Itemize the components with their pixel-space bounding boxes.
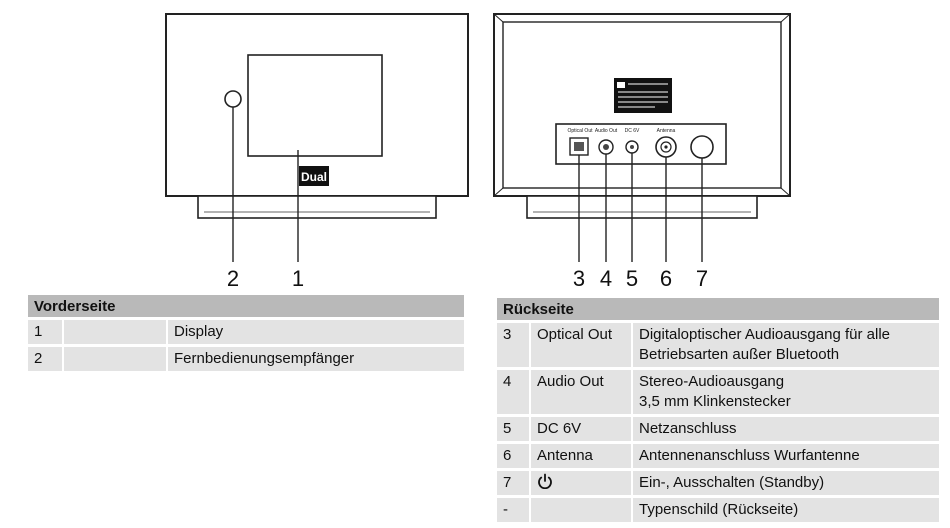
row-number: 4 [497, 370, 531, 414]
row-code [64, 347, 168, 371]
table-row: 1 Display [28, 320, 464, 344]
power-icon [538, 473, 552, 489]
row-description: Stereo-Audioausgang 3,5 mm Klinkenstecke… [633, 370, 939, 414]
row-number: 2 [28, 347, 64, 371]
callout-front-1: 1 [292, 266, 304, 291]
table-row: - Typenschild (Rückseite) [497, 498, 939, 522]
back-view: Optical Out Audio Out DC 6V Antenna 3 4 … [493, 13, 791, 291]
row-number: 7 [497, 471, 531, 495]
svg-text:Antenna: Antenna [657, 128, 676, 134]
row-number: 3 [497, 323, 531, 367]
front-table: Vorderseite 1 Display 2 Fernbedienungsem… [28, 292, 464, 374]
ir-receiver [224, 90, 242, 108]
callout-back-4: 4 [600, 266, 612, 291]
svg-text:Audio Out: Audio Out [595, 128, 618, 134]
front-table-title: Vorderseite [28, 295, 464, 317]
row-number: - [497, 498, 531, 522]
back-base [526, 195, 758, 219]
table-row: 3 Optical Out Digitaloptischer Audioausg… [497, 323, 939, 367]
row-code: DC 6V [531, 417, 633, 441]
row-description: Digitaloptischer Audioausgang für alle B… [633, 323, 939, 367]
row-number: 6 [497, 444, 531, 468]
dual-logo [299, 166, 329, 186]
row-description-line: 3,5 mm Klinkenstecker [639, 393, 791, 410]
row-code [64, 320, 168, 344]
callout-back-5: 5 [626, 266, 638, 291]
row-code [531, 471, 633, 495]
table-row: 2 Fernbedienungsempfänger [28, 347, 464, 371]
callout-back-3: 3 [573, 266, 585, 291]
callout-front-2: 2 [227, 266, 239, 291]
row-code: Audio Out [531, 370, 633, 414]
row-description: Ein-, Ausschalten (Standby) [633, 471, 939, 495]
row-number: 1 [28, 320, 64, 344]
callout-back-6: 6 [660, 266, 672, 291]
device-illustration: Dual 2 1 Optical Out Audio Out DC 6V Ant… [165, 13, 791, 291]
svg-text:Optical Out: Optical Out [567, 128, 593, 134]
callout-back-7: 7 [696, 266, 708, 291]
row-number: 5 [497, 417, 531, 441]
row-description-line: Stereo-Audioausgang [639, 373, 785, 390]
row-code: Optical Out [531, 323, 633, 367]
back-table-title: Rückseite [497, 298, 939, 320]
row-description-line: Netzanschluss [639, 420, 737, 437]
row-description-line: Betriebsarten außer Bluetooth [639, 346, 840, 363]
front-view: Dual 2 1 [165, 13, 469, 291]
row-description-line: Digitaloptischer Audioausgang für alle [639, 326, 890, 343]
table-row: 5 DC 6V Netzanschluss [497, 417, 939, 441]
row-description: Antennenanschluss Wurfantenne [633, 444, 939, 468]
row-description: Display [168, 320, 464, 344]
table-row: 7 Ein-, Ausschalten (Standby) [497, 471, 939, 495]
table-row: 4 Audio Out Stereo-Audioausgang 3,5 mm K… [497, 370, 939, 414]
row-description-line: Antennenanschluss Wurfantenne [639, 447, 860, 464]
power-button [690, 135, 714, 159]
table-row: 6 Antenna Antennenanschluss Wurfantenne [497, 444, 939, 468]
row-description-line: Ein-, Ausschalten (Standby) [639, 474, 825, 491]
front-display [247, 54, 383, 157]
row-description: Fernbedienungsempfänger [168, 347, 464, 371]
front-table-header: Vorderseite [28, 295, 464, 317]
row-description: Typenschild (Rückseite) [633, 498, 939, 522]
dual-logo-text: Dual [301, 170, 327, 184]
row-code [531, 498, 633, 522]
row-code: Antenna [531, 444, 633, 468]
back-table-header: Rückseite [497, 298, 939, 320]
row-description-line: Typenschild (Rückseite) [639, 501, 799, 518]
back-table: Rückseite 3 Optical Out Digitaloptischer… [497, 295, 939, 525]
row-description: Netzanschluss [633, 417, 939, 441]
svg-text:DC 6V: DC 6V [625, 128, 640, 134]
